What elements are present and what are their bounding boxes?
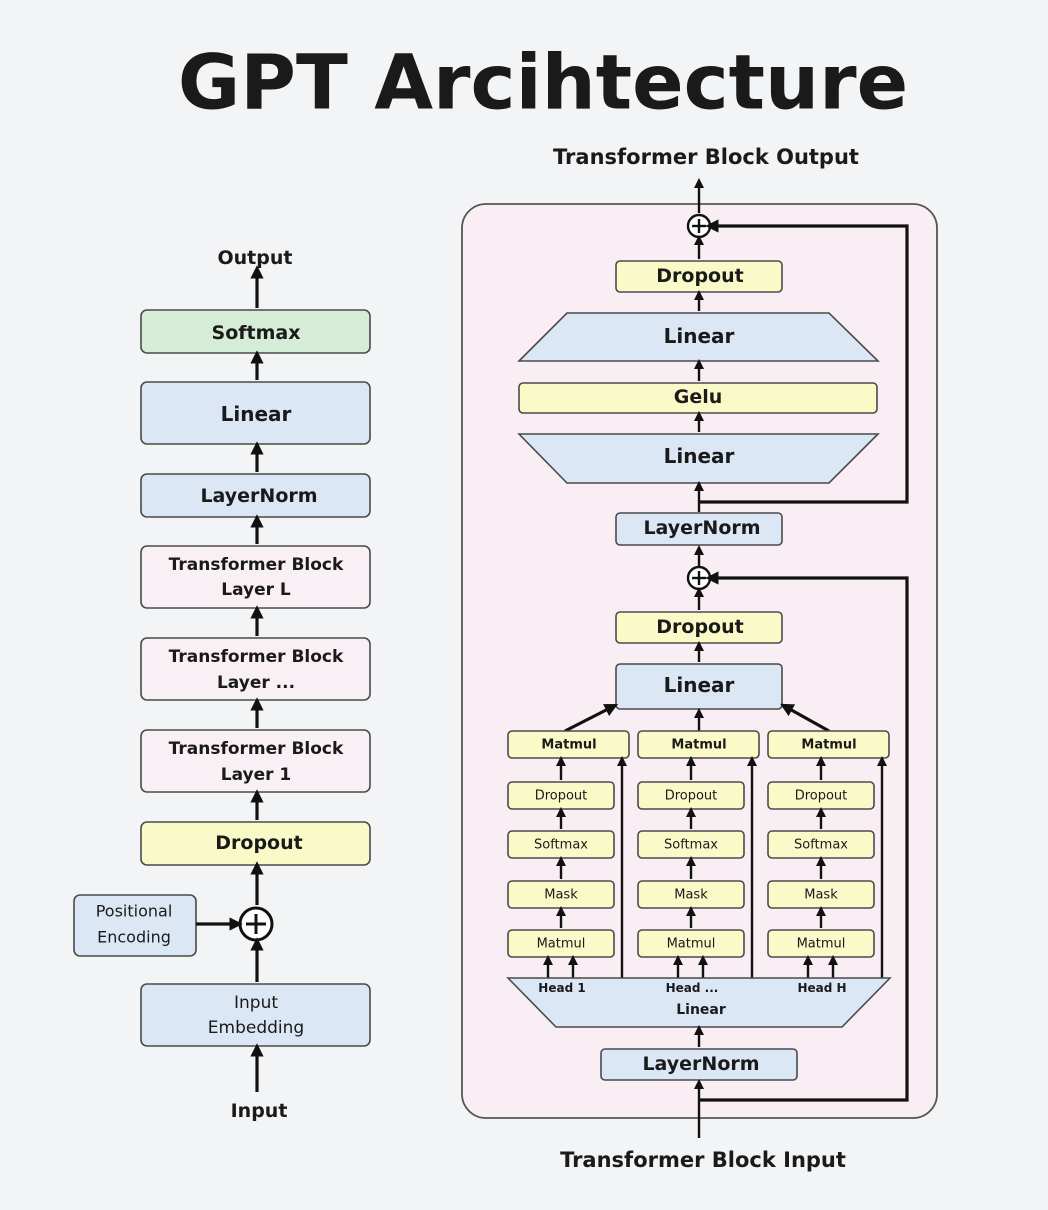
tb-1-line2: Layer 1 [221, 765, 292, 785]
pos-enc-line1: Positional [96, 902, 173, 921]
layernorm-top-label: LayerNorm [643, 517, 760, 539]
dropout-label: Dropout [215, 832, 302, 854]
head1-matmul-bottom [507, 929, 615, 958]
head3-matmul-top [767, 730, 890, 759]
head1-label: Head 1 [538, 981, 585, 995]
attn-linear-label: Linear [664, 673, 735, 697]
residual-connection-top [699, 219, 909, 504]
residual-connection-bottom [699, 571, 909, 1102]
qkv-linear-label: Linear [676, 1002, 726, 1018]
pos-enc-line2: Encoding [97, 928, 171, 947]
block-output-label: Transformer Block Output [553, 145, 859, 169]
mlp-linear-top-trapezoid [517, 312, 880, 362]
head2-matmul-top-label: Matmul [671, 738, 726, 753]
head3-softmax-label: Softmax [794, 838, 848, 853]
head3-matmul-bottom-label: Matmul [797, 937, 846, 952]
softmax-label: Softmax [212, 322, 301, 344]
input-embedding-line1: Input [234, 993, 278, 1013]
linear-label: Linear [221, 402, 292, 426]
head1-matmul-top [507, 730, 630, 759]
head3-label: Head H [797, 981, 846, 995]
head1-matmul-bottom-label: Matmul [537, 937, 586, 952]
head2-softmax-label: Softmax [664, 838, 718, 853]
head2-dropout-label: Dropout [665, 789, 718, 804]
input-embedding-line2: Embedding [208, 1018, 304, 1038]
mlp-dropout-label: Dropout [656, 265, 743, 287]
tb-l-line2: Layer L [221, 580, 291, 600]
head3-dropout-label: Dropout [795, 789, 848, 804]
mlp-linear-top-label: Linear [664, 324, 735, 348]
block-input-label: Transformer Block Input [560, 1148, 846, 1172]
qkv-linear-trapezoid [506, 977, 892, 1028]
head2-matmul-bottom [637, 929, 745, 958]
head2-matmul-top [637, 730, 760, 759]
head3-matmul-top-label: Matmul [801, 738, 856, 753]
tb-1-line1: Transformer Block [169, 739, 344, 759]
tb-l-line1: Transformer Block [169, 555, 344, 575]
page-title: GPT Arcihtecture [178, 38, 908, 127]
tb-dots-line1: Transformer Block [169, 647, 344, 667]
head2-matmul-bottom-label: Matmul [667, 937, 716, 952]
gpt-model-stack: Output Softmax Linear LayerNorm Transfor… [73, 247, 371, 1122]
tb-dots-line2: Layer ... [217, 673, 295, 693]
head1-matmul-top-label: Matmul [541, 738, 596, 753]
transformer-block-detail: Transformer Block Output Dropout Linear … [461, 145, 938, 1172]
attn-dropout-label: Dropout [656, 616, 743, 638]
head1-dropout-label: Dropout [535, 789, 588, 804]
head2-mask-label: Mask [674, 888, 708, 903]
gelu-label: Gelu [674, 386, 723, 408]
layernorm-label: LayerNorm [200, 485, 317, 507]
head3-mask-label: Mask [804, 888, 838, 903]
mlp-linear-bottom-label: Linear [664, 444, 735, 468]
head1-mask-label: Mask [544, 888, 578, 903]
head2-label: Head ... [666, 981, 719, 995]
attention-head-1: Matmul Dropout Softmax Mask Matmul [507, 730, 630, 978]
output-label: Output [218, 247, 293, 269]
input-label: Input [231, 1100, 288, 1122]
mlp-linear-bottom-trapezoid [517, 433, 880, 484]
head3-matmul-bottom [767, 929, 875, 958]
attention-head-h: Matmul Dropout Softmax Mask Matmul [767, 730, 890, 978]
attention-head-dots: Matmul Dropout Softmax Mask Matmul [637, 730, 760, 978]
layernorm-bottom-label: LayerNorm [642, 1053, 759, 1075]
head1-softmax-label: Softmax [534, 838, 588, 853]
